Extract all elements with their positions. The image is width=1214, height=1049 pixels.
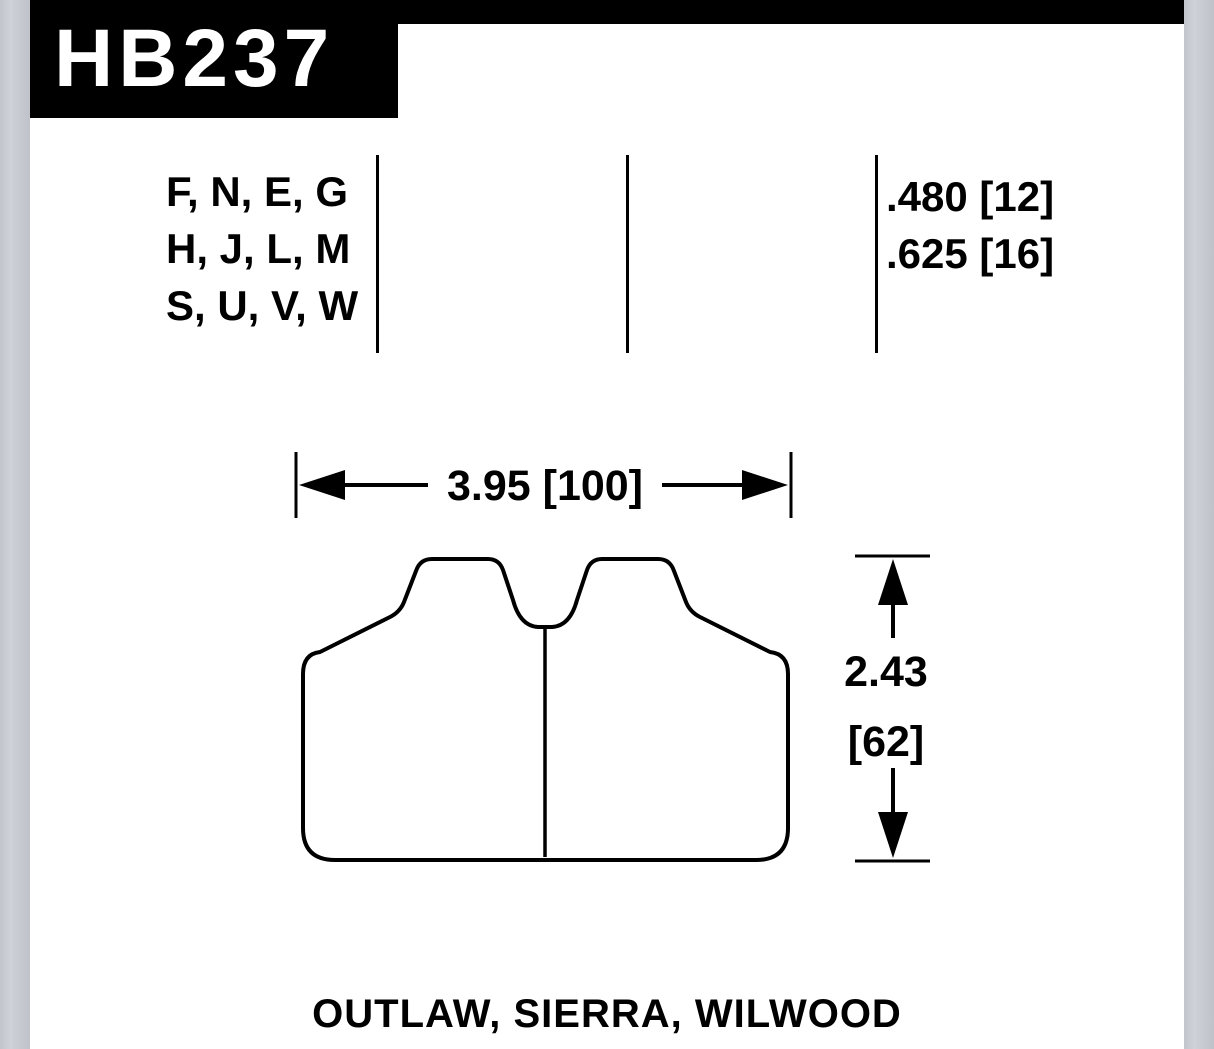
- compound-letters-line-3: S, U, V, W: [166, 282, 359, 329]
- width-dimension-label: 3.95 [100]: [447, 462, 643, 510]
- part-number: HB237: [54, 13, 335, 104]
- compound-letters-line-2: H, J, L, M: [166, 225, 351, 272]
- column-divider-3: [875, 155, 878, 353]
- part-number-box: HB237: [30, 0, 398, 118]
- left-edge-strip: [0, 0, 30, 1049]
- width-arrowhead-right: [742, 470, 788, 500]
- right-edge-strip: [1184, 0, 1214, 1049]
- pad-thickness-values: .480 [12] .625 [16]: [886, 168, 1054, 282]
- width-arrowhead-left: [299, 470, 345, 500]
- height-arrowhead-down: [878, 812, 908, 858]
- applications-caption: OUTLAW, SIERRA, WILWOOD: [312, 992, 902, 1036]
- column-divider-2: [626, 155, 629, 353]
- compound-letter-list: F, N, E, G H, J, L, M S, U, V, W: [166, 163, 358, 334]
- column-divider-1: [376, 155, 379, 353]
- compound-letters-line-1: F, N, E, G: [166, 168, 349, 215]
- pad-thickness-value-1: .480 [12]: [886, 173, 1055, 220]
- pad-thickness-value-2: .625 [16]: [886, 230, 1055, 277]
- height-arrowhead-up: [878, 559, 908, 605]
- height-dimension-label-mm: [62]: [848, 718, 924, 766]
- height-dimension-label-inches: 2.43: [844, 648, 928, 696]
